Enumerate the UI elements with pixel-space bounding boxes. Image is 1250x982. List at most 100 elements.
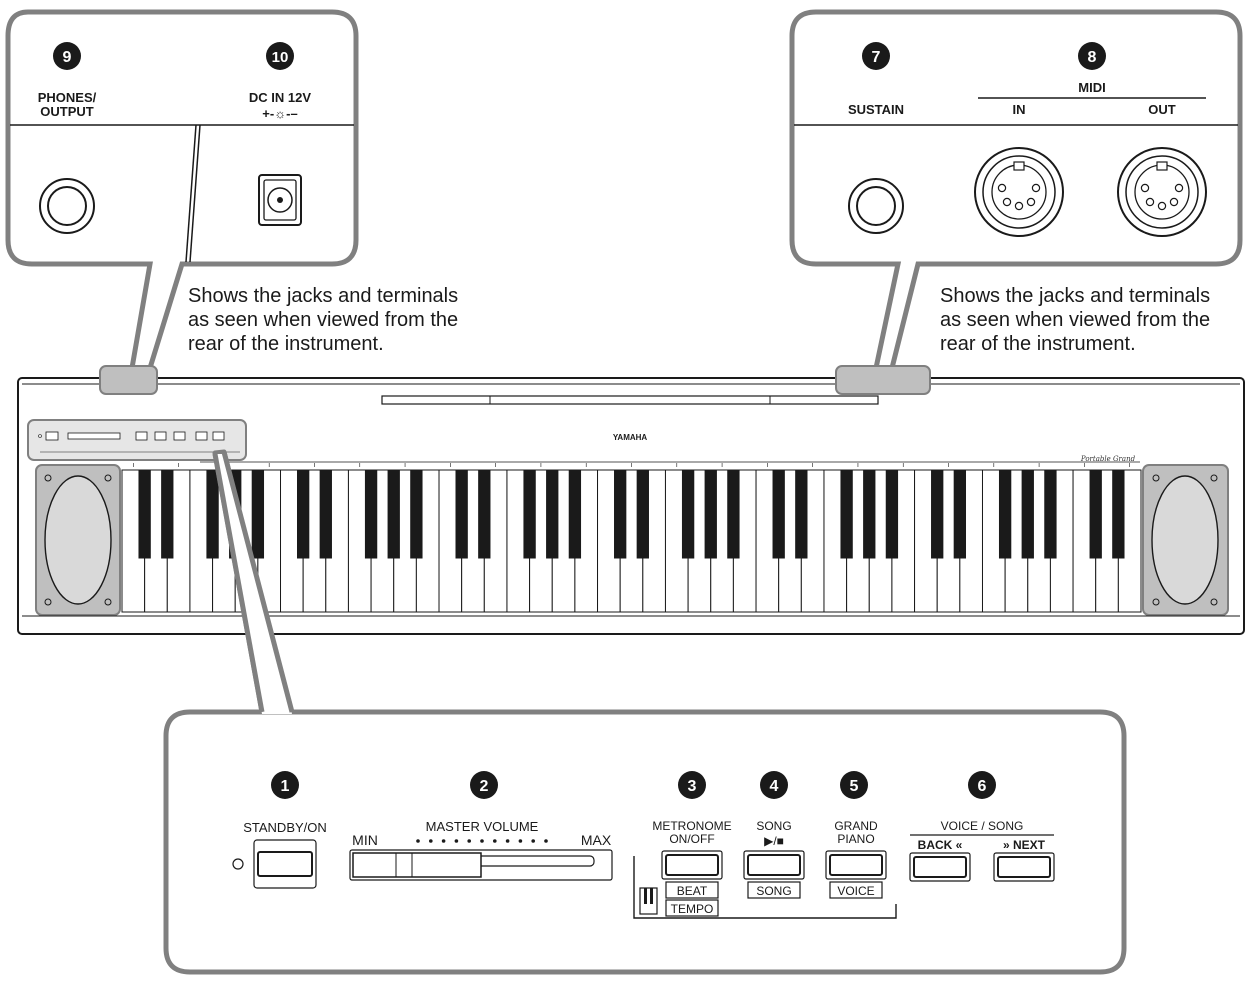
number-7: 7 — [872, 49, 881, 66]
metronome-onoff-label: ON/OFF — [669, 832, 714, 846]
number-5: 5 — [850, 778, 859, 795]
black-key — [931, 469, 944, 559]
dc-jack-icon — [258, 174, 302, 226]
volume-min-label: MIN — [352, 832, 378, 848]
number-badge-2 — [470, 771, 498, 799]
voice-song-section: 6 VOICE / SONG BACK « » NEXT — [909, 771, 1055, 882]
number-2: 2 — [480, 778, 489, 795]
midi-in-din-icon — [974, 147, 1064, 237]
back-button[interactable] — [909, 852, 971, 882]
black-key — [546, 469, 559, 559]
black-key — [727, 469, 740, 559]
piano-label: PIANO — [837, 832, 874, 846]
rear-right-callout: 7 SUSTAIN 8 MIDI IN OUT — [789, 9, 1243, 371]
standby-label: STANDBY/ON — [243, 820, 327, 835]
voice-sub-label: VOICE — [837, 884, 874, 898]
black-key — [138, 469, 151, 559]
number-4: 4 — [770, 778, 779, 795]
number-badge-7 — [862, 42, 890, 70]
phones-label: PHONES/ — [38, 90, 97, 105]
number-badge-8 — [1078, 42, 1106, 70]
volume-scale-dot — [480, 839, 484, 843]
number-8: 8 — [1088, 49, 1097, 66]
number-badge-10 — [266, 42, 294, 70]
phones-jack-icon — [39, 178, 95, 234]
next-button[interactable] — [993, 852, 1055, 882]
number-1: 1 — [281, 778, 290, 795]
key-label-strip — [133, 463, 1130, 467]
volume-section: 2 MASTER VOLUME MIN MAX — [349, 771, 613, 881]
volume-scale-dot — [441, 839, 446, 843]
volume-scale-dot — [505, 839, 510, 843]
song-sub-label: SONG — [756, 884, 791, 898]
midi-in-label: IN — [1013, 102, 1026, 117]
dc-polarity-label: +-☼-– — [262, 106, 297, 121]
black-key — [772, 469, 785, 559]
metronome-label: METRONOME — [652, 819, 731, 833]
midi-out-label: OUT — [1148, 102, 1176, 117]
standby-button[interactable] — [253, 839, 317, 889]
keyboard-body: YAMAHA Portable Grand — [17, 365, 1245, 635]
sustain-jack-icon — [848, 178, 904, 234]
metronome-button[interactable] — [661, 850, 723, 880]
number-badge-4 — [760, 771, 788, 799]
volume-scale-dot — [454, 839, 459, 843]
number-badge-6 — [968, 771, 996, 799]
rear-right-marker — [835, 365, 931, 395]
black-key — [206, 469, 219, 559]
volume-scale-dot — [467, 839, 472, 843]
master-volume-slider[interactable] — [349, 849, 613, 881]
black-key — [704, 469, 717, 559]
back-label: BACK « — [918, 838, 963, 852]
volume-scale-dot — [518, 839, 523, 843]
black-key — [319, 469, 332, 559]
number-badge-5 — [840, 771, 868, 799]
volume-scale-dot — [531, 839, 535, 843]
voice-song-label: VOICE / SONG — [941, 819, 1024, 833]
midi-section: 8 MIDI IN OUT — [974, 42, 1207, 237]
grand-piano-button[interactable] — [825, 850, 887, 880]
left-speaker-icon — [35, 464, 121, 616]
song-section: 4 SONG ▶/■ SONG — [743, 771, 805, 899]
rear-view-note-left: Shows the jacks and terminals as seen wh… — [188, 285, 459, 355]
midi-out-din-icon — [1117, 147, 1207, 237]
sustain-label: SUSTAIN — [848, 102, 904, 117]
black-key — [998, 469, 1012, 559]
midi-label: MIDI — [1078, 80, 1105, 95]
black-key — [296, 469, 310, 559]
black-key — [795, 469, 808, 559]
song-label: SONG — [756, 819, 791, 833]
metronome-section: 3 METRONOME ON/OFF BEAT TEMPO — [652, 771, 732, 917]
black-key — [410, 469, 423, 559]
number-badge-3 — [678, 771, 706, 799]
standby-section: 1 STANDBY/ON — [232, 771, 327, 889]
volume-scale-dots — [416, 839, 548, 843]
black-key — [636, 469, 649, 559]
dc-in-section: 10 DC IN 12V +-☼-– — [249, 42, 311, 226]
tempo-label: TEMPO — [671, 902, 714, 916]
song-play-button[interactable] — [743, 850, 805, 880]
number-10: 10 — [272, 49, 289, 66]
grand-label: GRAND — [834, 819, 878, 833]
black-key — [455, 469, 468, 559]
right-speaker-icon — [1142, 464, 1229, 616]
master-volume-label: MASTER VOLUME — [426, 819, 539, 834]
black-key — [568, 469, 582, 559]
number-3: 3 — [688, 778, 697, 795]
black-key — [1089, 469, 1102, 559]
play-stop-label: ▶/■ — [764, 834, 784, 848]
beat-label: BEAT — [677, 884, 708, 898]
black-key — [681, 469, 695, 559]
grand-piano-section: 5 GRAND PIANO VOICE — [825, 771, 887, 899]
phones-output-section: 9 PHONES/ OUTPUT — [38, 42, 97, 234]
black-key — [478, 469, 491, 559]
number-badge-9 — [53, 42, 81, 70]
black-key — [1044, 469, 1057, 559]
dc-in-label: DC IN 12V — [249, 90, 311, 105]
black-key — [885, 469, 899, 559]
number-6: 6 — [978, 778, 987, 795]
black-key — [1112, 469, 1125, 559]
rear-view-note-right: Shows the jacks and terminals as seen wh… — [940, 285, 1211, 355]
black-key — [953, 469, 967, 559]
